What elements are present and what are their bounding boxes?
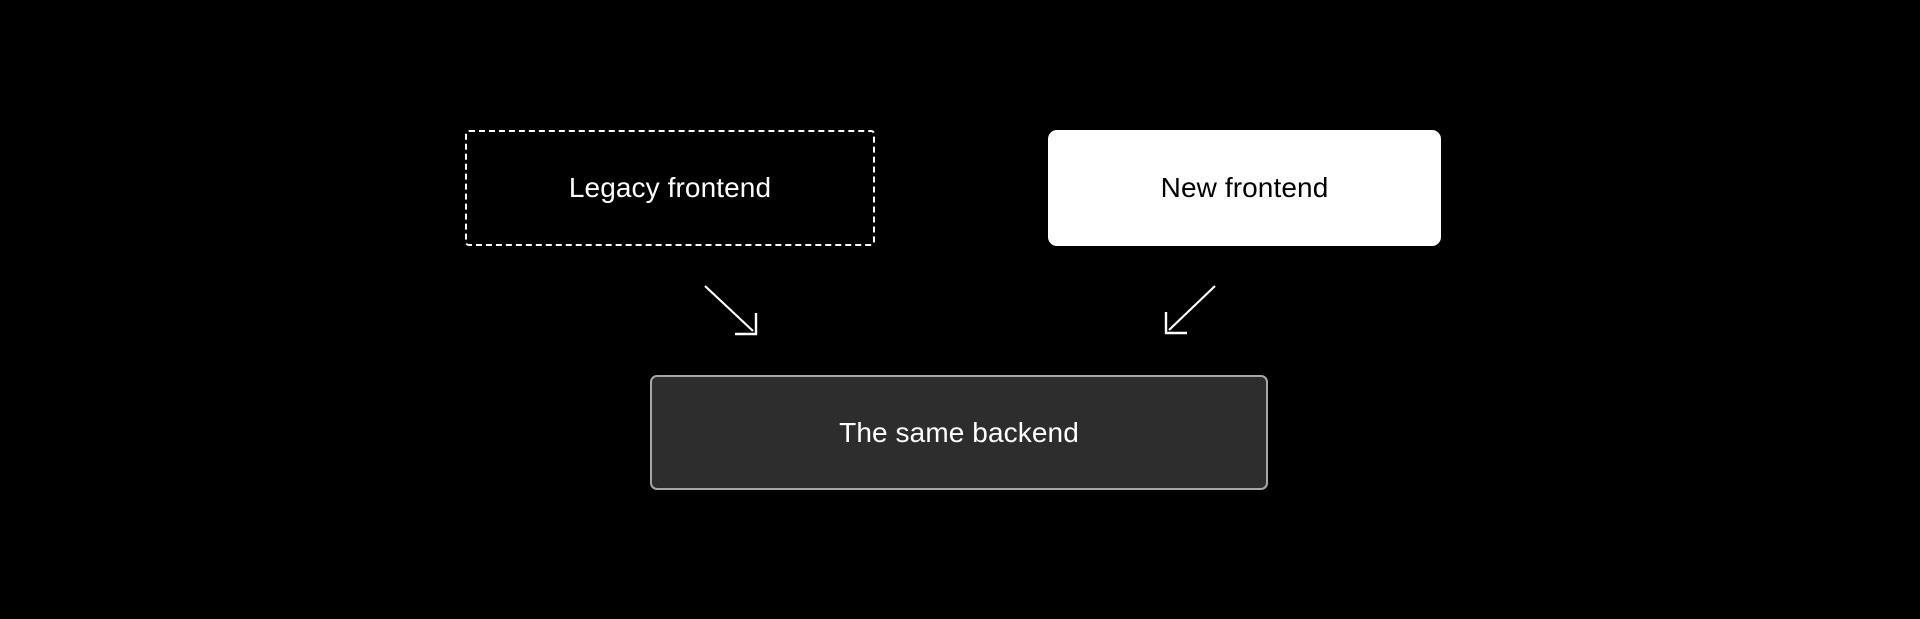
node-the-same-backend[interactable]: The same backend (650, 375, 1268, 490)
edge-new-to-backend (1164, 285, 1216, 335)
node-legacy-frontend[interactable]: Legacy frontend (465, 130, 875, 246)
node-the-same-backend-label: The same backend (839, 416, 1079, 448)
arrowhead-icon (735, 313, 758, 336)
node-new-frontend[interactable]: New frontend (1048, 130, 1441, 246)
edge-legacy-to-backend-line (704, 285, 754, 332)
edge-new-to-backend-line (1168, 285, 1216, 331)
node-legacy-frontend-label: Legacy frontend (568, 172, 772, 204)
edge-legacy-to-backend (704, 285, 758, 336)
node-new-frontend-label: New frontend (1160, 172, 1329, 204)
arrowhead-icon (1164, 312, 1187, 335)
